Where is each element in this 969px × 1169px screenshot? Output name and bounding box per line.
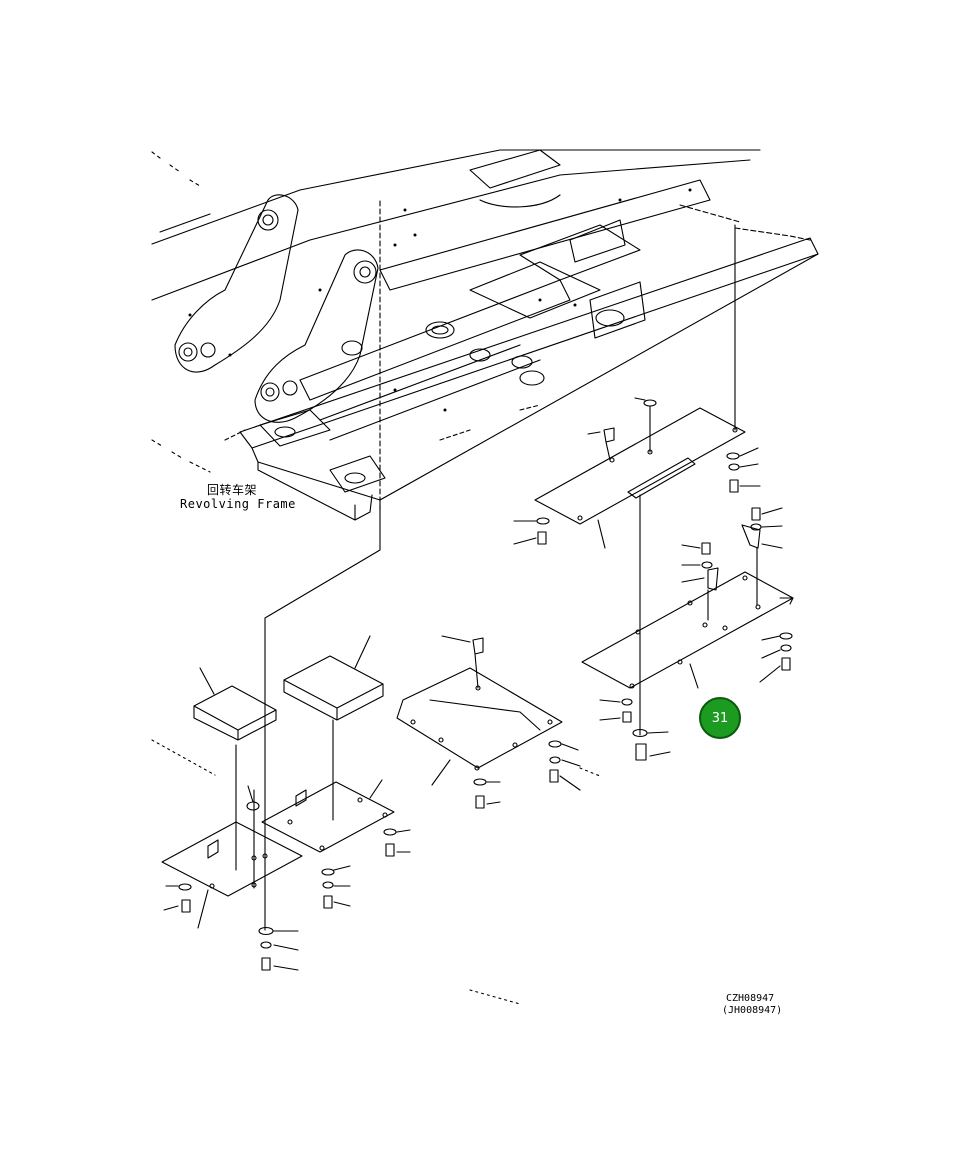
cover-plate-middle-right: [581, 494, 794, 761]
cover-plate-middle: [396, 635, 581, 809]
drawing-code-alt: (JH008947): [722, 1005, 783, 1016]
bracket-plate-left: [161, 744, 303, 971]
hardware-upper-right: [513, 447, 783, 591]
dashed-marks: [151, 739, 601, 1005]
part-callout-31[interactable]: 31: [699, 697, 741, 739]
bracket-plate-center: [261, 779, 411, 909]
cover-plate-upper-right: [534, 397, 746, 549]
frame-label-chinese: 回转车架: [207, 483, 258, 497]
revolving-frame: [151, 149, 819, 521]
rubber-pad-center: [283, 635, 384, 821]
drawing-code: CZH08947: [726, 993, 775, 1004]
rubber-pad-left: [193, 667, 277, 741]
frame-leader-lines: [264, 224, 736, 931]
frame-label-english: Revolving Frame: [180, 497, 296, 511]
